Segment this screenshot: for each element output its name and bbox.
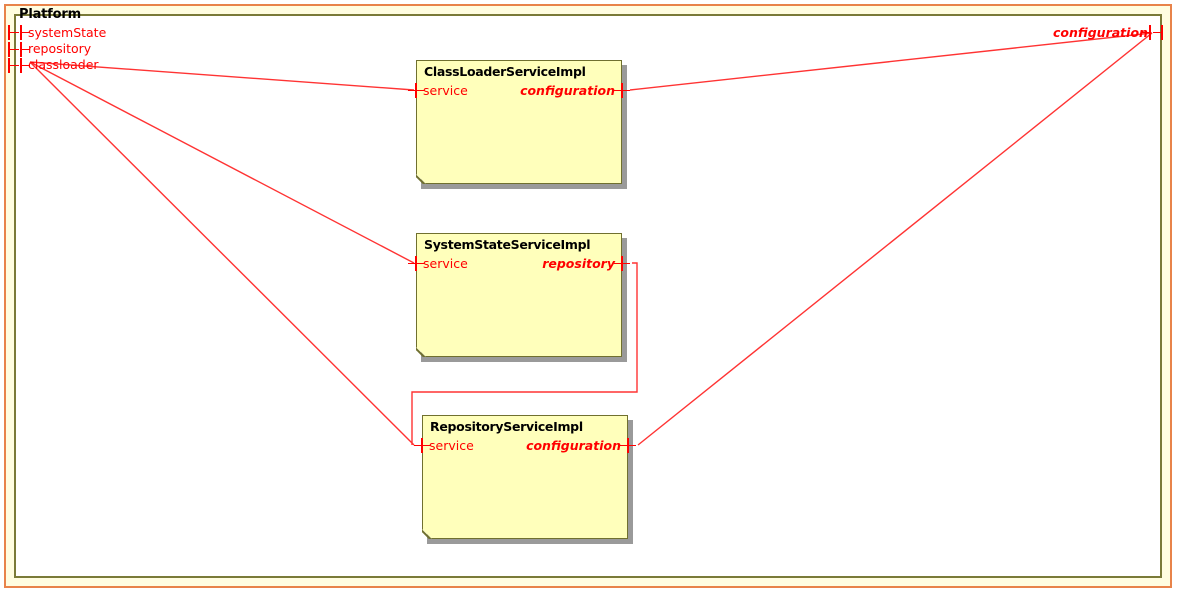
frame-port-label-classloader: classloader	[28, 57, 99, 72]
wire-classloader-to-repositoryserviceimpl	[29, 61, 415, 446]
frame-port-label-repository: repository	[28, 41, 92, 56]
class-port-label-service: service	[429, 438, 474, 453]
class-port-label-repository: repository	[542, 256, 615, 271]
class-box-bevel-corner	[416, 344, 429, 357]
wire-classloaderconfig-to-platformconfig	[629, 32, 1153, 91]
class-title: SystemStateServiceImpl	[424, 237, 591, 252]
class-box-classloader-service-impl[interactable]: ClassLoaderServiceImpl service configura…	[416, 60, 627, 189]
class-port-label-configuration: configuration	[526, 438, 621, 453]
class-box-body	[416, 60, 622, 184]
page-title: Platform	[19, 7, 81, 22]
class-box-body	[416, 233, 622, 357]
class-box-systemstate-service-impl[interactable]: SystemStateServiceImpl service repositor…	[416, 233, 627, 362]
class-title: ClassLoaderServiceImpl	[424, 64, 586, 79]
class-port-label-configuration: configuration	[520, 83, 615, 98]
class-box-bevel-corner	[416, 171, 429, 184]
class-port-label-service: service	[423, 83, 468, 98]
class-port-label-service: service	[423, 256, 468, 271]
frame-port-label-configuration: configuration	[1053, 25, 1148, 40]
class-box-bevel-corner	[422, 526, 435, 539]
class-box-repository-service-impl[interactable]: RepositoryServiceImpl service configurat…	[422, 415, 633, 544]
wire-classloader-to-systemstateserviceimpl	[29, 61, 415, 264]
wire-systemstaterepo-to-repositoryservice	[411, 262, 638, 445]
class-box-body	[422, 415, 628, 539]
frame-port-label-systemstate: systemState	[28, 25, 107, 40]
wire-classloader-to-classloaderserviceimpl	[29, 61, 415, 91]
class-title: RepositoryServiceImpl	[430, 419, 583, 434]
wire-repositoryconfig-to-platformconfig	[637, 32, 1153, 446]
